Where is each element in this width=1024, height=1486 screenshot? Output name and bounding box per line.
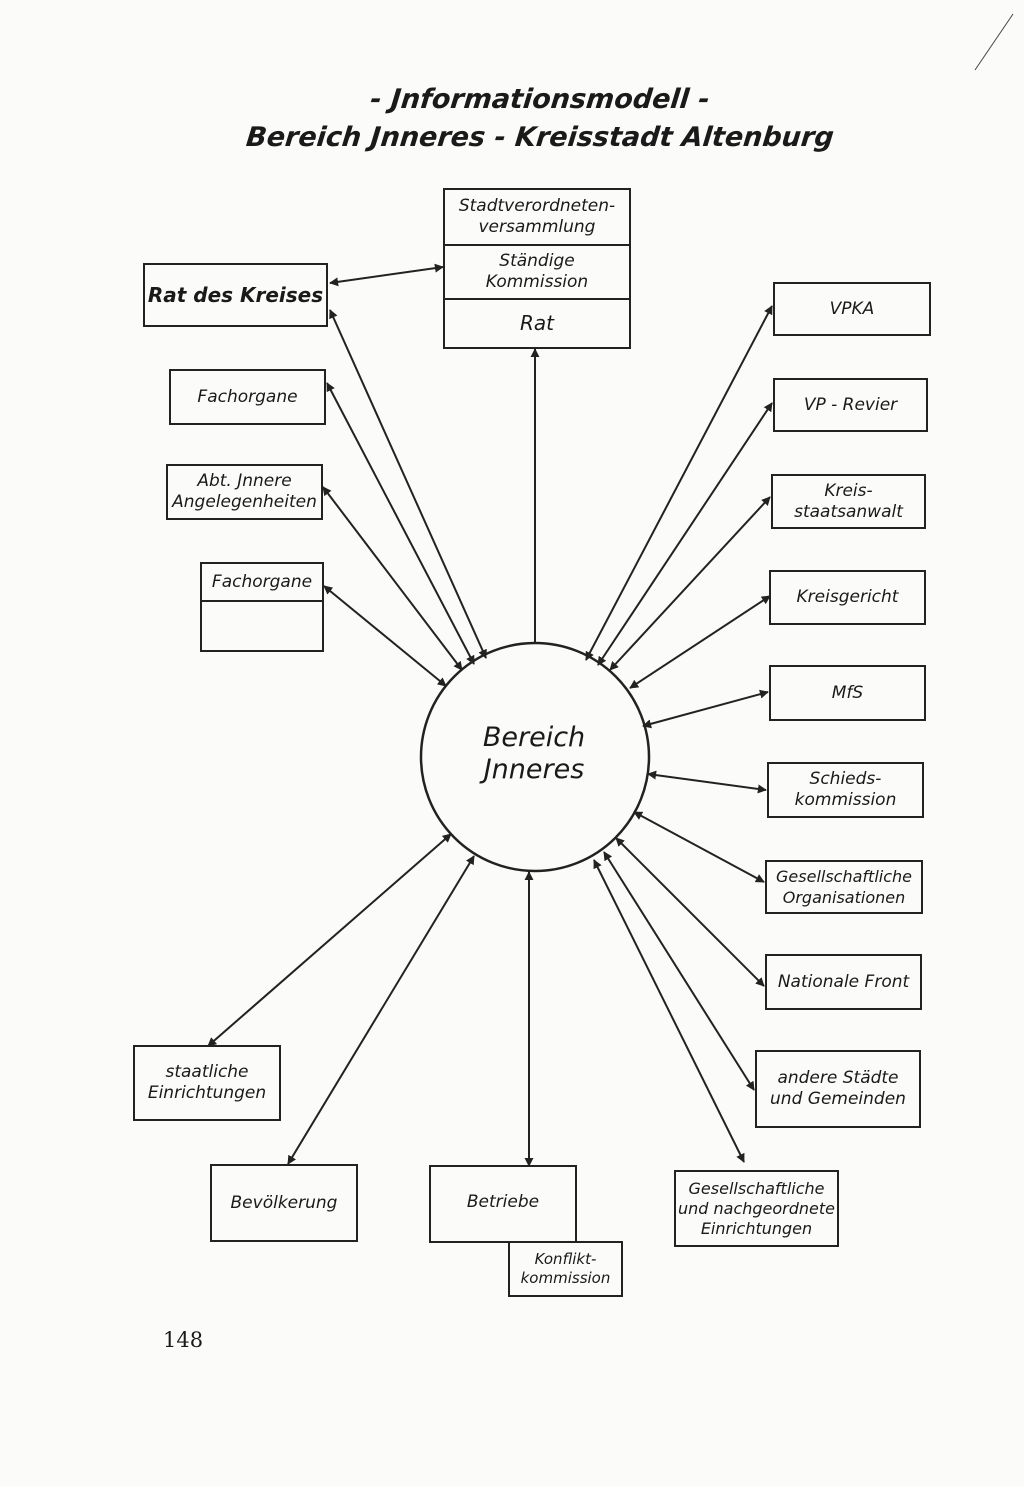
box-vpka: VPKA xyxy=(773,282,931,336)
box-kreisstaatsanwalt: Kreis- staatsanwalt xyxy=(771,474,926,529)
connector-mfs xyxy=(642,689,769,729)
connector-kreisgericht xyxy=(629,595,771,689)
box-fachorgane-1: Fachorgane xyxy=(169,369,326,425)
connector-bevoelkerung xyxy=(287,855,475,1165)
box-staatliche-einrichtungen: staatliche Einrichtungen xyxy=(133,1045,281,1121)
scan-mark xyxy=(974,13,1014,71)
box-mfs: MfS xyxy=(769,665,926,721)
connector-andere-staedte xyxy=(603,851,755,1091)
box-schiedskommission: Schieds- kommission xyxy=(767,762,924,818)
connector-vp-revier xyxy=(597,402,773,666)
box-fachorgane-2: Fachorgane xyxy=(200,562,324,652)
box-stadtverordnetenversammlung: Stadtverordneten- versammlung xyxy=(458,196,616,237)
box-andere-staedte-und-gemeinden: andere Städte und Gemeinden xyxy=(755,1050,921,1128)
box-nationale-front: Nationale Front xyxy=(765,954,922,1010)
connector-staatliche-einrichtungen xyxy=(207,833,452,1047)
box-fachorgane-2-label: Fachorgane xyxy=(211,571,313,592)
connector-rdk xyxy=(329,309,487,659)
box-staendige-kommission: Ständige Kommission xyxy=(445,244,629,298)
connector-schiedskommission xyxy=(647,770,767,794)
box-rat: Rat xyxy=(445,298,629,347)
box-abt-innere-angelegenheiten: Abt. Jnnere Angelegenheiten xyxy=(166,464,323,520)
page-number: 148 xyxy=(163,1328,204,1352)
box-rat-des-kreises: Rat des Kreises xyxy=(143,263,328,327)
connector-vpka xyxy=(585,305,773,661)
box-betriebe: Betriebe xyxy=(429,1165,577,1243)
connector-nationale-front xyxy=(615,837,765,987)
box-kreisgericht: Kreisgericht xyxy=(769,570,926,625)
box-gesellschaftliche-einrichtungen: Gesellschaftliche und nachgeordnete Einr… xyxy=(674,1170,839,1247)
connector-fachorgane-1 xyxy=(326,382,475,665)
box-bevoelkerung: Bevölkerung xyxy=(210,1164,358,1242)
center-label: Bereich Jnneres xyxy=(482,722,586,785)
box-vp-revier: VP - Revier xyxy=(773,378,928,432)
box-gesellschaftliche-organisationen: Gesellschaftliche Organisationen xyxy=(765,860,923,914)
box-stadtverordnetenversammlung-stack: Stadtverordneten- versammlung Ständige K… xyxy=(443,188,631,349)
connector-kreisstaatsanwalt xyxy=(609,496,771,671)
connector-fachorgane-2 xyxy=(323,585,447,687)
connector-ges-einrichtungen xyxy=(593,859,745,1163)
connector-ges-organisationen xyxy=(633,811,765,883)
box-fachorgane-2-empty xyxy=(202,600,322,650)
box-konfliktkommission: Konflikt- kommission xyxy=(508,1241,623,1297)
connector-rdk-sv xyxy=(329,263,444,287)
